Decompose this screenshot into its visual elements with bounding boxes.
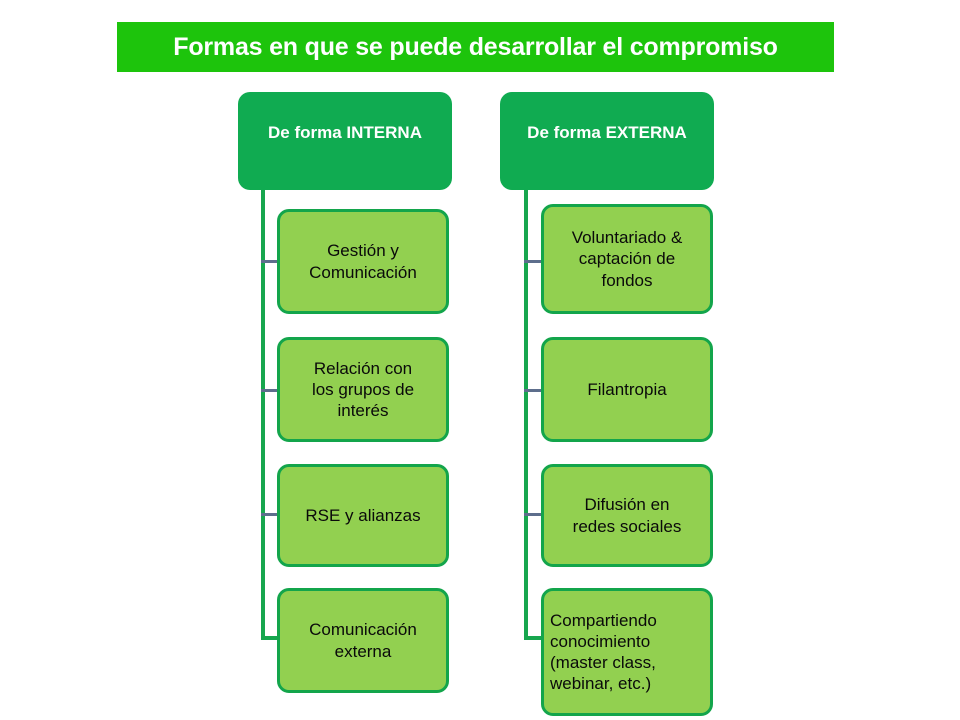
child-node-externa-4[interactable]: Compartiendo conocimiento (master class,…: [541, 588, 713, 716]
child-node-externa-3[interactable]: Difusión en redes sociales: [541, 464, 713, 567]
child-node-interna-3[interactable]: RSE y alianzas: [277, 464, 449, 567]
child-node-interna-4-label: Comunicación externa: [309, 620, 417, 661]
connector-stub-interna-1: [261, 260, 279, 263]
child-node-externa-3-label: Difusión en redes sociales: [572, 495, 682, 536]
trunk-line-interna: [261, 190, 265, 640]
connector-stub-interna-3: [261, 513, 279, 516]
root-node-externa[interactable]: De forma EXTERNA: [500, 92, 714, 190]
diagram-title-banner: Formas en que se puede desarrollar el co…: [117, 22, 834, 72]
child-node-interna-1-label: Gestión y Comunicación: [309, 241, 417, 282]
connector-stub-interna-2: [261, 389, 279, 392]
child-node-externa-1-label: Voluntariado & captación de fondos: [571, 228, 683, 290]
child-node-externa-4-label: Compartiendo conocimiento (master class,…: [550, 610, 657, 694]
trunk-elbow-interna: [261, 636, 279, 640]
root-node-interna[interactable]: De forma INTERNA: [238, 92, 452, 190]
connector-stub-externa-2: [524, 389, 544, 392]
trunk-line-externa: [524, 190, 528, 640]
branch-column-externa: De forma EXTERNA Voluntariado & captació…: [492, 0, 742, 720]
root-node-interna-label: De forma INTERNA: [268, 123, 422, 142]
child-node-externa-1[interactable]: Voluntariado & captación de fondos: [541, 204, 713, 314]
branch-column-interna: De forma INTERNA Gestión y Comunicación …: [230, 0, 480, 720]
connector-stub-externa-3: [524, 513, 544, 516]
child-node-interna-1[interactable]: Gestión y Comunicación: [277, 209, 449, 314]
child-node-interna-2-label: Relación con los grupos de interés: [311, 358, 415, 421]
root-node-externa-label: De forma EXTERNA: [527, 123, 687, 142]
connector-stub-externa-1: [524, 260, 544, 263]
trunk-elbow-externa: [524, 636, 544, 640]
diagram-title-text: Formas en que se puede desarrollar el co…: [173, 32, 778, 61]
child-node-interna-4[interactable]: Comunicación externa: [277, 588, 449, 693]
child-node-interna-3-label: RSE y alianzas: [305, 505, 421, 525]
child-node-externa-2[interactable]: Filantropia: [541, 337, 713, 442]
child-node-interna-2[interactable]: Relación con los grupos de interés: [277, 337, 449, 442]
child-node-externa-2-label: Filantropia: [587, 379, 667, 399]
